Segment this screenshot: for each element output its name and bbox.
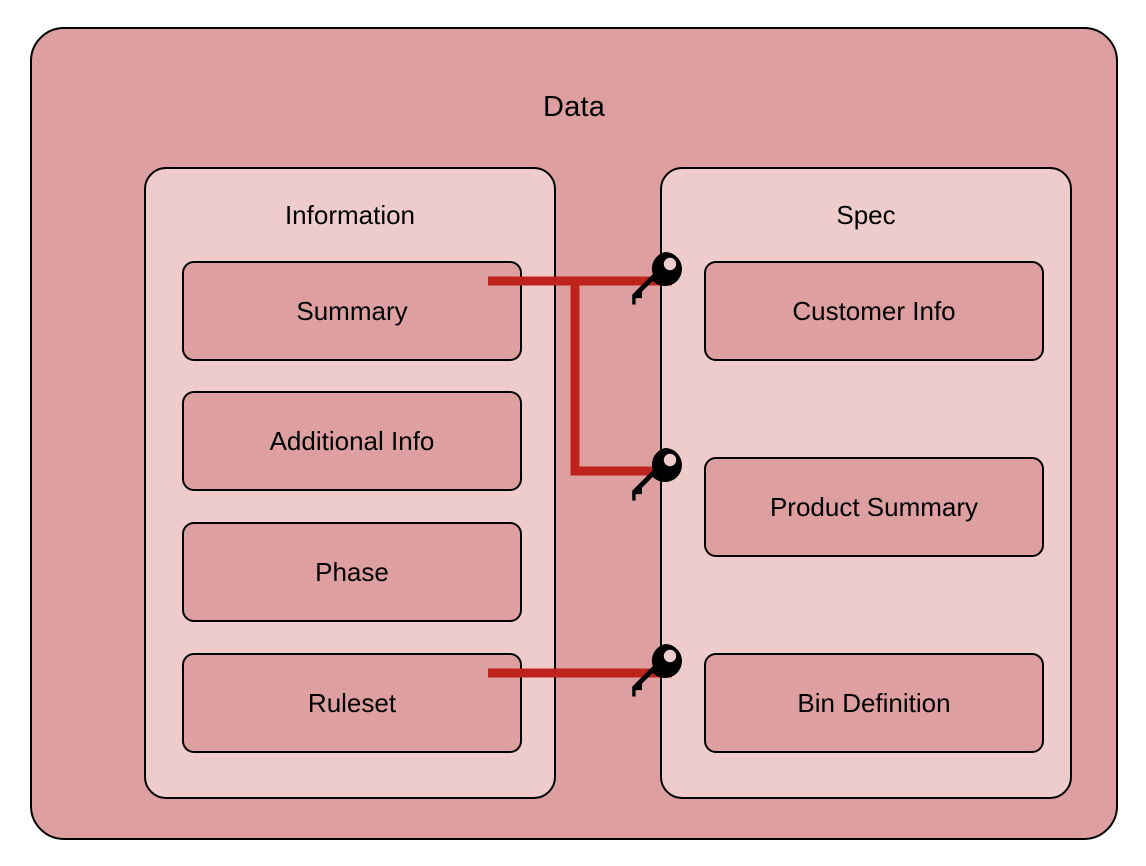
key-icon	[632, 252, 682, 305]
item-ruleset-label: Ruleset	[307, 687, 397, 718]
item-bin-definition[interactable]: Bin Definition	[704, 653, 1044, 753]
group-spec[interactable]: Spec Customer Info Product Summary Bin D…	[660, 167, 1072, 799]
item-ruleset[interactable]: Ruleset	[182, 653, 522, 753]
group-information-title: Information	[284, 200, 416, 230]
item-product-summary-label: Product Summary	[769, 491, 979, 522]
container-data-title: Data	[542, 91, 606, 123]
item-additional-info-label: Additional Info	[269, 425, 435, 456]
item-summary[interactable]: Summary	[182, 261, 522, 361]
item-phase[interactable]: Phase	[182, 522, 522, 622]
key-icon	[632, 448, 682, 501]
container-data[interactable]: Data Information Summary Additional Info…	[30, 27, 1118, 840]
group-spec-title: Spec	[836, 200, 896, 230]
key-icon	[632, 644, 682, 697]
group-information[interactable]: Information Summary Additional Info Phas…	[144, 167, 556, 799]
item-additional-info[interactable]: Additional Info	[182, 391, 522, 491]
item-phase-label: Phase	[315, 556, 389, 587]
item-bin-definition-label: Bin Definition	[797, 687, 951, 718]
item-customer-info-label: Customer Info	[792, 295, 956, 326]
item-summary-label: Summary	[296, 295, 408, 326]
item-customer-info[interactable]: Customer Info	[704, 261, 1044, 361]
item-product-summary[interactable]: Product Summary	[704, 457, 1044, 557]
